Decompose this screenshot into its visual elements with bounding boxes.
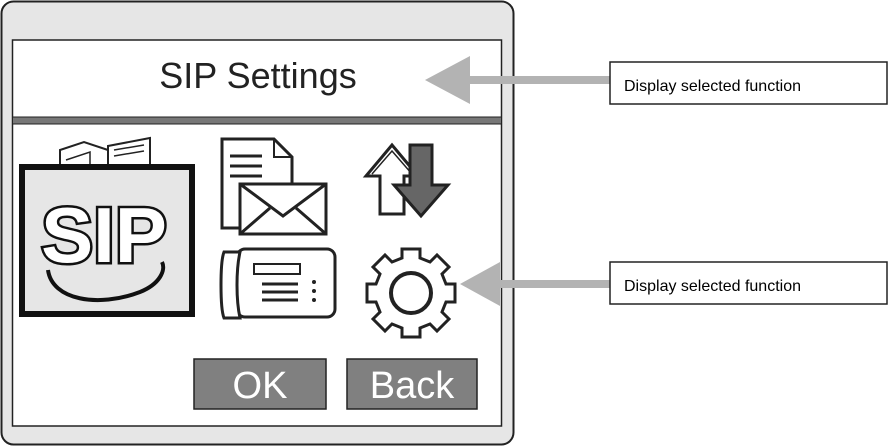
sip-icon-label: SIP <box>41 191 167 279</box>
back-button-label: Back <box>370 365 455 407</box>
messages-icon[interactable] <box>220 137 328 236</box>
screen-title: SIP Settings <box>159 55 356 96</box>
title-divider <box>12 116 502 125</box>
bottom-callout-arrow <box>460 262 610 306</box>
top-callout-box: Display selected function <box>609 61 888 105</box>
phone-icon[interactable] <box>219 247 337 320</box>
ok-button-label: OK <box>233 365 288 407</box>
top-callout-arrow <box>425 56 610 104</box>
back-button[interactable]: Back <box>346 358 478 410</box>
sip-icon[interactable]: SIP <box>19 136 195 317</box>
ok-button[interactable]: OK <box>193 358 327 410</box>
transfer-icon[interactable] <box>362 142 452 219</box>
bottom-callout-box: Display selected function <box>609 261 888 305</box>
top-callout-text: Display selected function <box>624 78 801 95</box>
sip-tile <box>19 164 195 317</box>
bottom-callout-text: Display selected function <box>624 278 801 295</box>
settings-gear-icon[interactable] <box>365 247 457 339</box>
